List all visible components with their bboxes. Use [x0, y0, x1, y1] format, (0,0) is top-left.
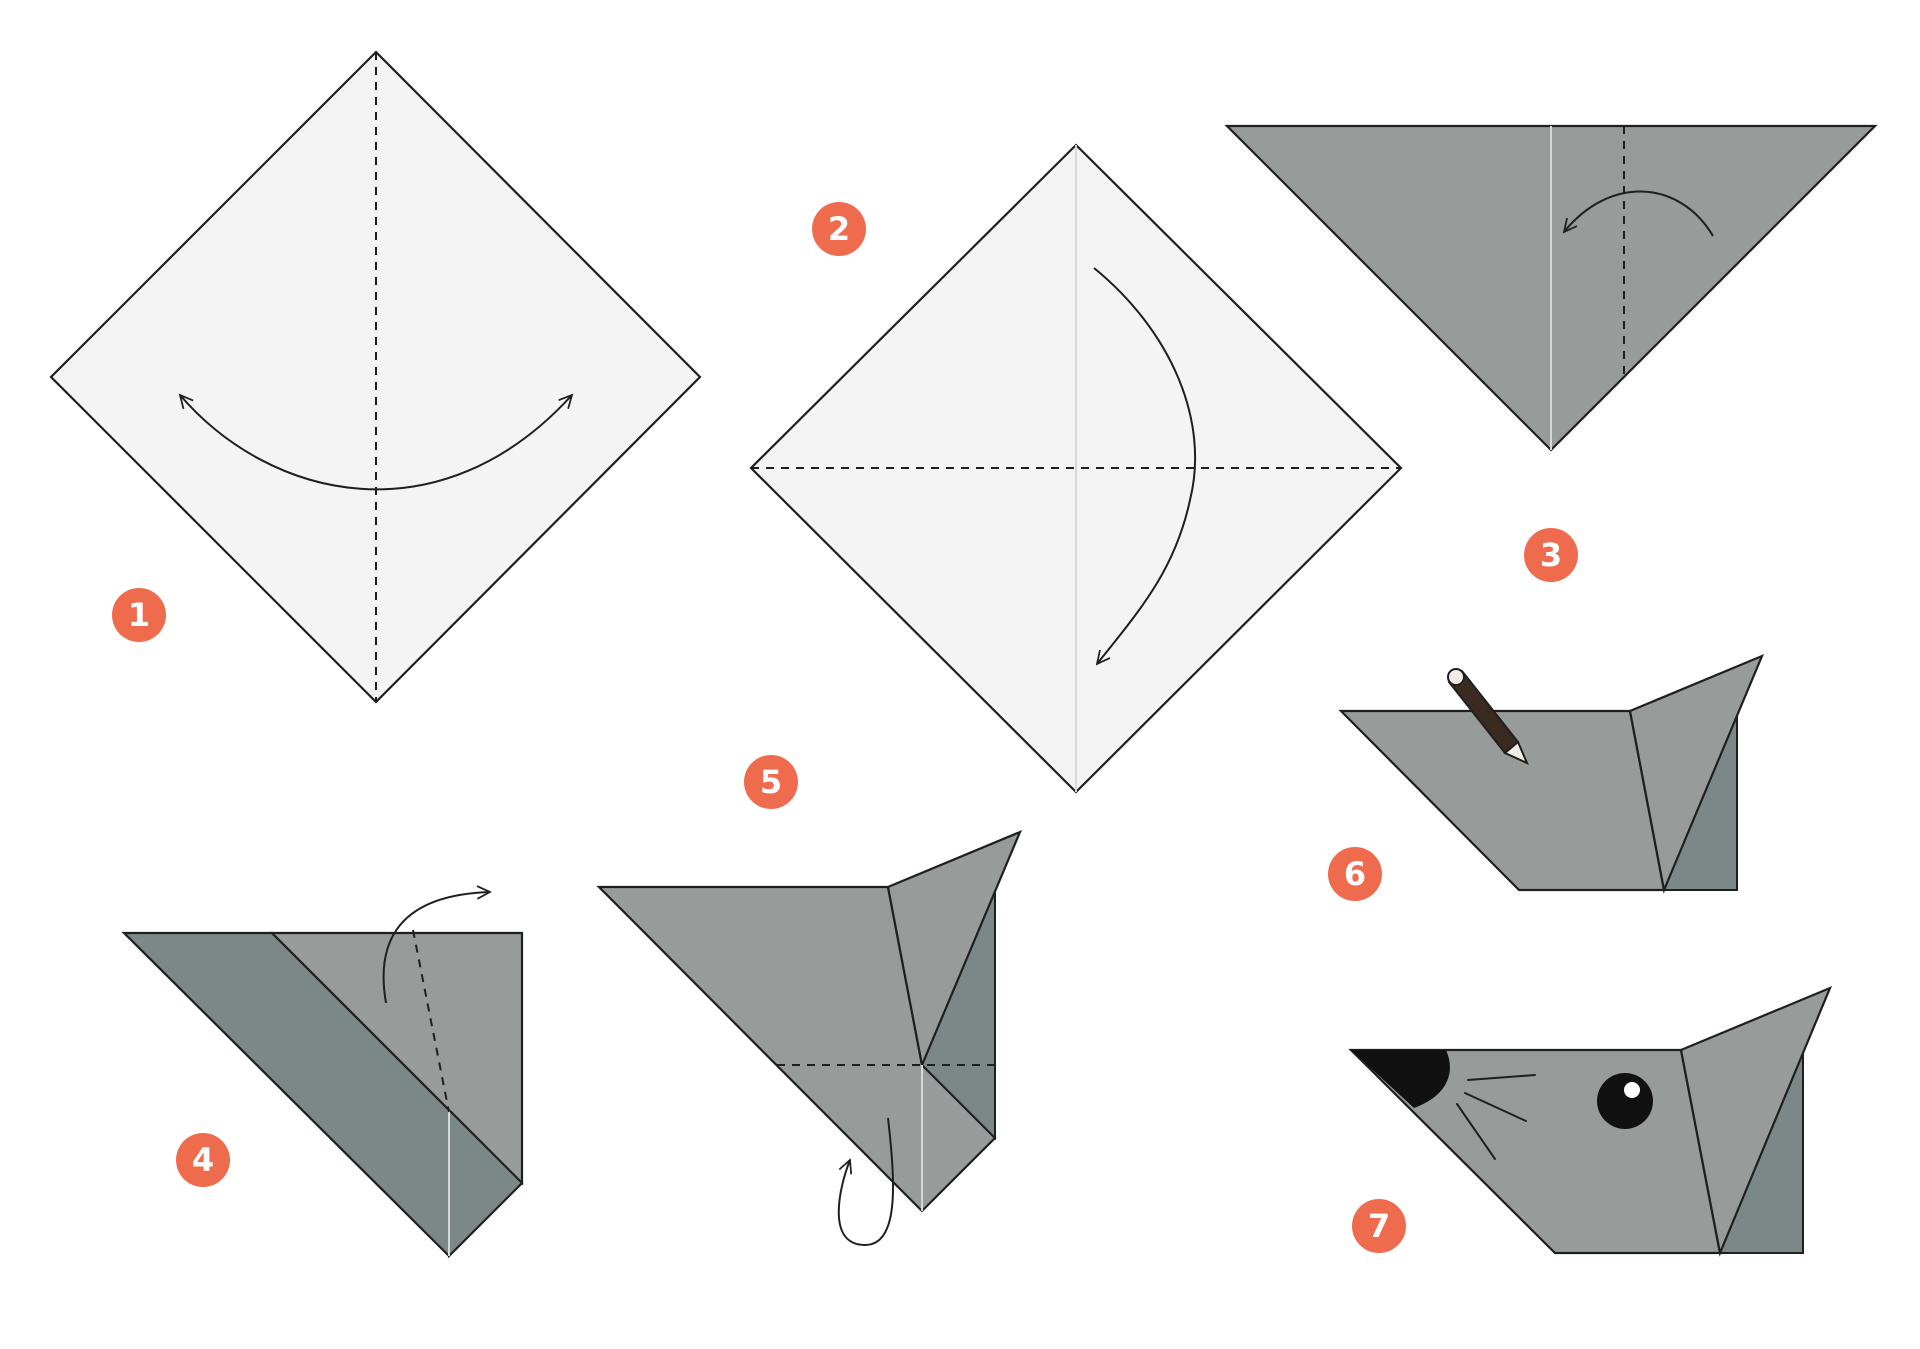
pencil-icon	[1447, 668, 1529, 765]
step-badge-1: 1	[112, 588, 166, 642]
step-badge-4: 4	[176, 1133, 230, 1187]
step-2-diagram	[749, 143, 1403, 794]
step-3-diagram	[1224, 124, 1878, 452]
nose-icon	[1351, 1050, 1450, 1108]
step-5-diagram	[596, 829, 1023, 1247]
step-4-diagram	[121, 892, 524, 1259]
paper-ear	[1679, 985, 1833, 1257]
step-badge-3: 3	[1524, 528, 1578, 582]
step-badge-7: 7	[1352, 1199, 1406, 1253]
paper-ear	[1628, 653, 1765, 894]
step-6-diagram	[1338, 653, 1765, 894]
whiskers-icon	[1456, 1074, 1536, 1160]
curved-arrow-icon	[1093, 267, 1197, 664]
step-7-diagram	[1348, 985, 1833, 1257]
valley-fold-line	[412, 929, 450, 1113]
curved-arrow-icon	[382, 892, 490, 1004]
curved-arrow-icon	[837, 1117, 895, 1247]
paper-ear	[886, 829, 1023, 1069]
step-badge-5: 5	[744, 755, 798, 809]
eye-icon	[1597, 1073, 1653, 1129]
curved-arrow-icon	[180, 395, 572, 491]
step-badge-2: 2	[812, 202, 866, 256]
step-1-diagram	[49, 50, 702, 704]
step-badge-6: 6	[1328, 847, 1382, 901]
curved-arrow-icon	[1564, 190, 1714, 237]
